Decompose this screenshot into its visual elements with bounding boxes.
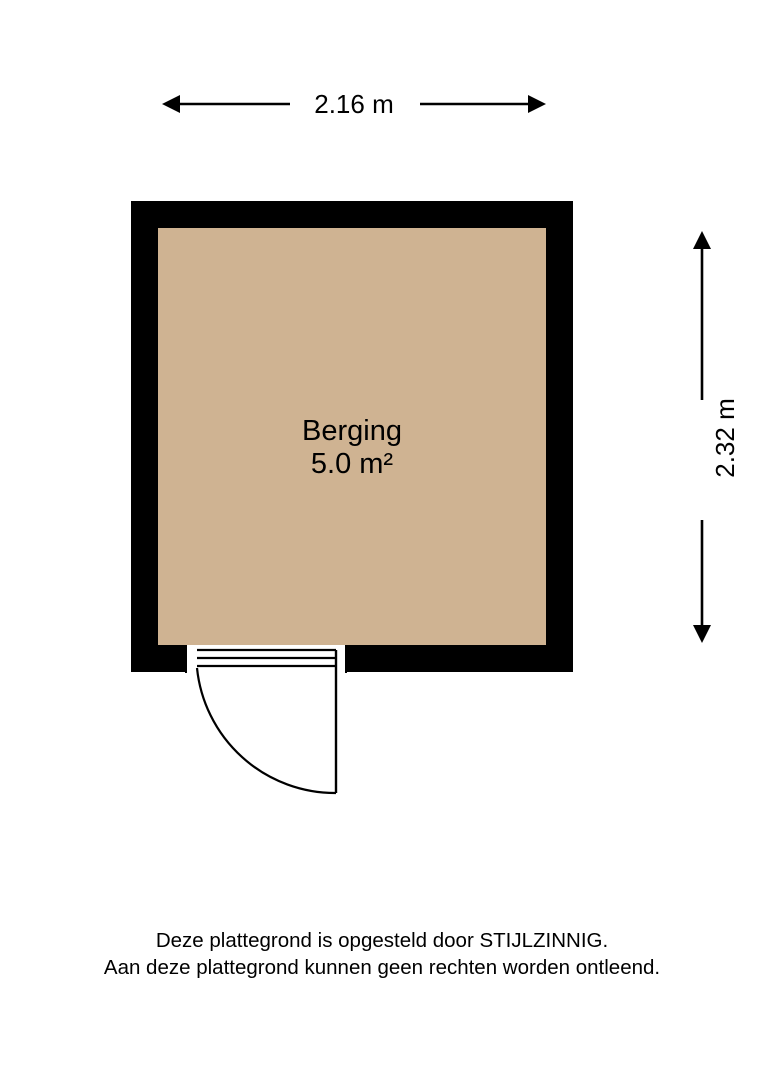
height-dimension-label: 2.32 m [710,398,740,478]
arrow-head-left-icon [162,95,180,113]
wall-structure [131,201,573,672]
width-dimension-label: 2.16 m [314,89,394,119]
room-floor-area [158,228,546,645]
arrow-head-down-icon [693,625,711,643]
arrow-head-right-icon [528,95,546,113]
footer-disclaimer: Deze plattegrond is opgesteld door STIJL… [0,927,764,981]
footer-line-1: Deze plattegrond is opgesteld door STIJL… [155,929,609,952]
footer-line-2: Aan deze plattegrond kunnen geen rechten… [103,956,661,980]
room-label: Berging 5.0 m² [158,415,546,481]
door-assembly [185,645,347,795]
door-swing-arc [195,667,337,795]
room-area-text: 5.0 m² [310,448,394,481]
room-name-text: Berging [302,415,402,447]
width-dimension-arrow [162,95,546,113]
height-dimension-arrow [693,231,711,643]
arrow-head-up-icon [693,231,711,249]
